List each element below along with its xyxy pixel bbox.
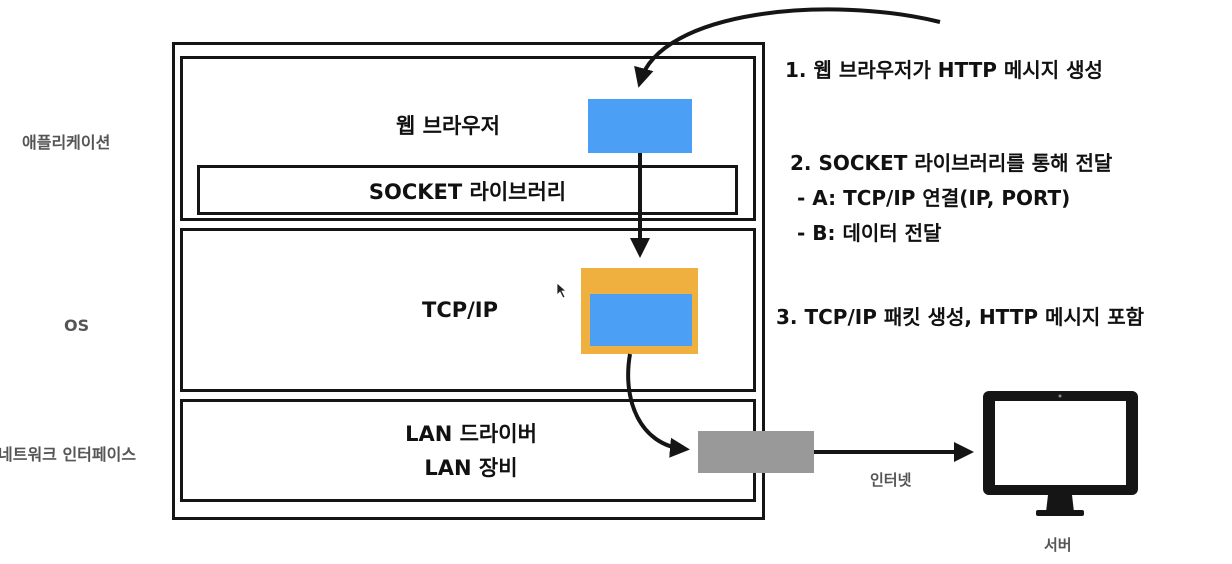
arrow-step1 — [634, 7, 941, 88]
os-side-label: OS — [64, 316, 90, 335]
application-side-label: 애플리케이션 — [22, 133, 111, 152]
network-interface-side-label: 네트워크 인터페이스 — [0, 445, 137, 464]
internet-label: 인터넷 — [870, 471, 912, 489]
step-2b-text: - B: 데이터 전달 — [797, 221, 942, 245]
server-monitor-icon — [983, 391, 1138, 516]
arrow-tcpip-to-lan — [626, 353, 690, 458]
lan-driver-label: LAN 드라이버 — [405, 422, 537, 446]
tcpip-packet-block — [581, 268, 698, 354]
http-message-block — [588, 99, 692, 153]
lan-device-label: LAN 장비 — [424, 456, 518, 480]
step-1-text: 1. 웹 브라우저가 HTTP 메시지 생성 — [785, 58, 1103, 82]
server-label: 서버 — [1044, 536, 1072, 554]
application-layer — [180, 56, 756, 221]
step-3-text: 3. TCP/IP 패킷 생성, HTTP 메시지 포함 — [776, 305, 1145, 329]
encapsulated-http-message — [590, 294, 692, 346]
step-2a-text: - A: TCP/IP 연결(IP, PORT) — [797, 186, 1071, 210]
outer-stack — [172, 42, 765, 520]
web-browser-label: 웹 브라우저 — [396, 114, 500, 138]
step-2-text: 2. SOCKET 라이브러리를 통해 전달 — [790, 151, 1113, 175]
tcpip-label: TCP/IP — [422, 298, 499, 322]
socket-library-box — [197, 165, 738, 215]
os-layer — [180, 228, 756, 392]
socket-library-label: SOCKET 라이브러리 — [368, 180, 567, 204]
mouse-cursor-icon — [556, 282, 568, 299]
lan-frame-block — [698, 431, 814, 473]
